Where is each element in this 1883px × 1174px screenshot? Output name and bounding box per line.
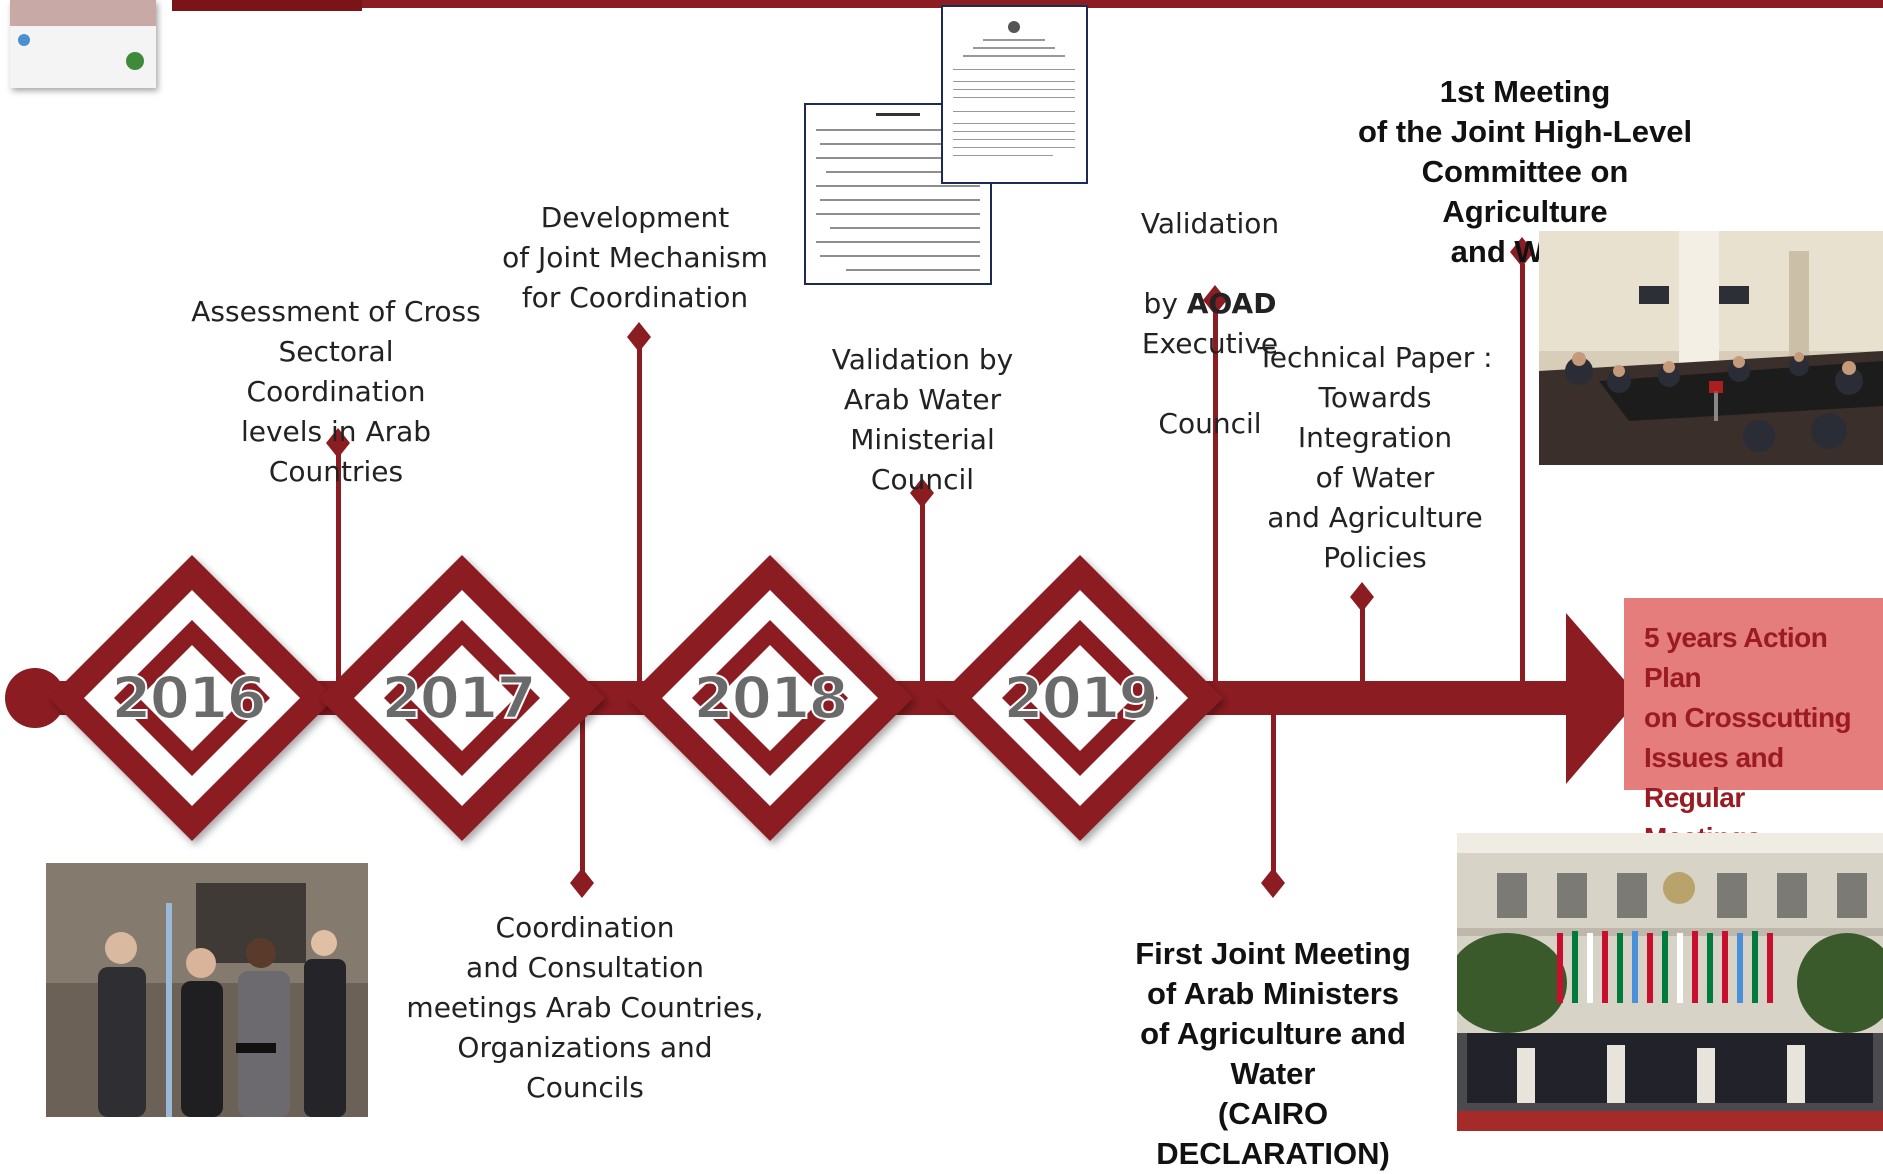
document-text-lines: [953, 21, 1075, 156]
year-label-2016: 2016: [111, 664, 264, 732]
event-technical-paper: Technical Paper : Towards Integration of…: [1257, 341, 1493, 574]
aoad-strong: AOAD: [1186, 287, 1277, 320]
stem-development-diamond: [627, 322, 651, 352]
event-coordination: Coordination and Consultation meetings A…: [406, 911, 764, 1104]
stem-first-joint: [1271, 712, 1276, 878]
stem-aoad: [1213, 312, 1218, 684]
stem-coordination-diamond: [570, 868, 594, 898]
stem-assessment-diamond: [326, 428, 350, 458]
action-plan-text: 5 years Action Plan on Crosscutting Issu…: [1644, 622, 1852, 853]
timeline-arrow-head: [1566, 613, 1640, 784]
year-diamond-2017: [319, 555, 605, 841]
stem-high-level-diamond: [1510, 237, 1534, 267]
year-diamond-2018: [627, 555, 913, 841]
top-accent-bar: [172, 0, 1883, 8]
un-logo-icon: [18, 34, 30, 46]
timeline-start-dot: [5, 668, 65, 728]
partner-logo-icon: [126, 52, 144, 70]
year-label-2017: 2017: [381, 664, 534, 732]
event-water-council: Validation by Arab Water Ministerial Cou…: [831, 343, 1014, 496]
event-first-joint-meeting: First Joint Meeting of Arab Ministers of…: [1135, 936, 1411, 1171]
year-label-2018: 2018: [693, 664, 846, 732]
event-aoad-validation: Validation by AOAD Executive Council: [1080, 164, 1340, 444]
signing-photo-illustration: [46, 863, 368, 1117]
group-photo-illustration: [1457, 833, 1883, 1131]
aoad-prefix: by: [1143, 287, 1187, 320]
stem-development: [637, 340, 642, 684]
committee-meeting-photo: [1539, 231, 1883, 465]
year-label-2019: 2019: [1003, 664, 1156, 732]
cover-banner: [10, 0, 156, 26]
document-text-lines: [816, 113, 980, 271]
event-assessment: Assessment of Cross Sectoral Coordinatio…: [191, 295, 481, 488]
cairo-group-photo: [1457, 833, 1883, 1131]
timeline-graphic: 2016 2017 2018 2019: [5, 237, 1640, 898]
stem-assessment: [336, 444, 341, 684]
committee-photo-illustration: [1539, 231, 1883, 465]
year-diamond-2016: [49, 555, 335, 841]
stem-water-council: [920, 498, 925, 684]
signing-photo: [46, 863, 368, 1117]
action-plan-box: 5 years Action Plan on Crosscutting Issu…: [1624, 598, 1883, 853]
stem-water-council-diamond: [910, 478, 934, 508]
report-cover-thumbnail: [10, 0, 156, 88]
aoad-suffix: Executive: [1141, 327, 1279, 360]
top-accent-bar-dark: [172, 0, 362, 11]
year-diamond-2019: [937, 555, 1223, 841]
stem-coordination: [580, 712, 585, 876]
aoad-line-1: Validation: [1140, 207, 1280, 240]
aoad-line-3: Council: [1158, 407, 1262, 440]
stem-technical: [1360, 608, 1365, 684]
stem-high-level: [1520, 264, 1525, 684]
stem-technical-diamond: [1350, 582, 1374, 612]
stem-aoad-diamond: [1203, 285, 1227, 315]
event-development: Development of Joint Mechanism for Coord…: [502, 201, 768, 314]
stem-first-joint-diamond: [1261, 868, 1285, 898]
arabic-document-2: [941, 5, 1088, 184]
